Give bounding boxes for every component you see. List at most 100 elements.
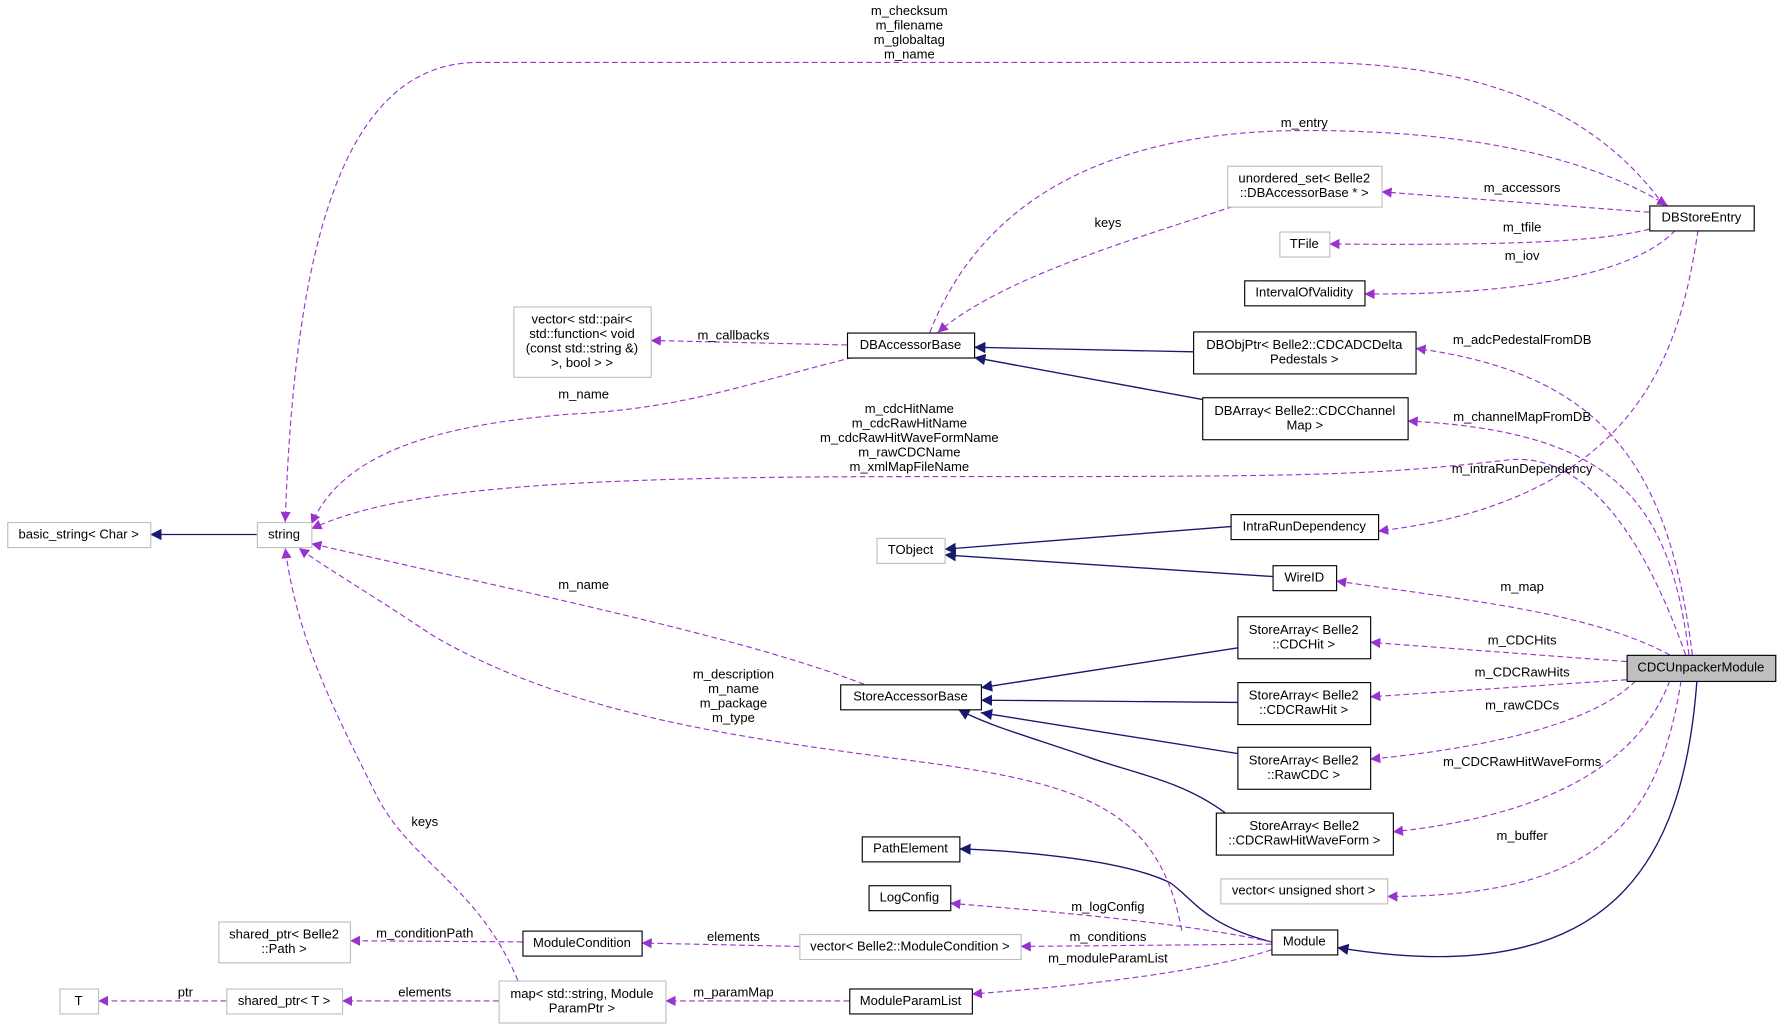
node-label: std::function< void	[529, 326, 635, 341]
node-LogConfig[interactable]: LogConfig	[868, 885, 952, 912]
edge-CDCUnpackerModule-to-DBObjPtr: m_adcPedestalFromDB	[1415, 332, 1693, 655]
node-T[interactable]: T	[59, 988, 100, 1015]
node-shared_ptr_path[interactable]: shared_ptr< Belle2::Path >	[218, 921, 352, 964]
node-IntraRunDependency[interactable]: IntraRunDependency	[1230, 514, 1380, 541]
usage-arrow	[950, 899, 1272, 943]
node-label: WireID	[1284, 569, 1324, 584]
edge-map_param-to-shared_ptr_T: elements	[341, 984, 499, 1007]
node-box	[256, 522, 313, 549]
node-basic_string[interactable]: basic_string< Char >	[7, 522, 152, 549]
edge-label: m_accessors	[1484, 180, 1561, 195]
node-label: StoreArray< Belle2	[1249, 688, 1359, 703]
nodes-layer: basic_string< Char > string vector< std::p…	[7, 165, 1777, 1024]
node-DBStoreEntry[interactable]: DBStoreEntry	[1649, 205, 1755, 232]
node-IntervalOfValidity[interactable]: IntervalOfValidity	[1244, 280, 1366, 307]
node-label: ModuleParamList	[860, 993, 962, 1008]
inheritance-arrow	[959, 843, 1272, 943]
edge-label: m_name	[558, 386, 609, 401]
edge-label: m_conditionPath	[376, 925, 473, 940]
edge-label: m_CDCRawHitWaveForms	[1443, 754, 1602, 769]
edge-shared_ptr_T-to-T: ptr	[97, 984, 227, 1007]
node-SA_CDCRawHit[interactable]: StoreArray< Belle2::CDCRawHit >	[1237, 682, 1372, 726]
node-ModuleCondition[interactable]: ModuleCondition	[522, 930, 643, 957]
node-label: T	[75, 993, 83, 1008]
edge-label: elements	[707, 929, 760, 944]
edge-CDCUnpackerModule-to-DBArray: m_channelMapFromDB	[1407, 409, 1690, 655]
node-box	[1237, 746, 1372, 790]
node-vector_pair[interactable]: vector< std::pair<std::function< void(co…	[513, 306, 652, 378]
edge-label: keys	[411, 814, 438, 829]
node-PathElement[interactable]: PathElement	[861, 836, 961, 863]
usage-arrow	[281, 548, 519, 981]
usage-arrow	[937, 205, 1233, 333]
usage-arrow	[1370, 679, 1627, 702]
node-SA_RawCDC[interactable]: StoreArray< Belle2::RawCDC >	[1237, 746, 1372, 790]
edge-label: keys	[1095, 215, 1122, 230]
node-label: StoreArray< Belle2	[1249, 752, 1359, 767]
edges-layer: m_checksumm_filenamem_globaltagm_namem_e…	[97, 3, 1699, 1007]
node-Module[interactable]: Module	[1271, 929, 1339, 956]
edge-label: m_type	[712, 710, 755, 725]
node-label: DBAccessorBase	[860, 337, 962, 352]
node-TFile[interactable]: TFile	[1279, 231, 1331, 258]
node-label: StoreArray< Belle2	[1249, 818, 1359, 833]
node-CDCUnpackerModule[interactable]: CDCUnpackerModule	[1626, 654, 1777, 683]
node-label: ::CDCHit >	[1272, 636, 1335, 651]
node-ModuleParamList[interactable]: ModuleParamList	[849, 988, 973, 1015]
edge-label: m_tfile	[1503, 220, 1541, 235]
node-shared_ptr_T[interactable]: shared_ptr< T >	[226, 988, 344, 1015]
edge-label: m_filename	[876, 17, 943, 32]
node-label: ::DBAccessorBase * >	[1240, 185, 1369, 200]
node-box	[1271, 929, 1339, 956]
node-SA_CDCHit[interactable]: StoreArray< Belle2::CDCHit >	[1237, 616, 1372, 660]
node-box	[498, 980, 667, 1024]
node-box	[849, 988, 973, 1015]
node-box	[876, 537, 946, 564]
node-SA_WaveForm[interactable]: StoreArray< Belle2::CDCRawHitWaveForm >	[1215, 812, 1394, 856]
edge-Module-to-vector_modcond: m_conditions	[1020, 929, 1272, 952]
node-label: StoreArray< Belle2	[1249, 622, 1359, 637]
edge-SA_WaveForm-to-StoreAccessorBase	[957, 708, 1226, 814]
node-string[interactable]: string	[256, 522, 313, 549]
inheritance-arrow	[980, 647, 1238, 692]
usage-arrow	[650, 335, 847, 346]
node-DBAccessorBase[interactable]: DBAccessorBase	[846, 332, 976, 359]
edge-label: elements	[398, 984, 451, 999]
node-label: shared_ptr< T >	[238, 993, 330, 1008]
node-box	[1272, 565, 1338, 592]
node-label: ModuleCondition	[533, 935, 631, 950]
edge-CDCUnpackerModule-to-SA_RawCDC: m_rawCDCs	[1370, 680, 1637, 764]
edge-label: m_logConfig	[1071, 899, 1144, 914]
edge-StoreAccessorBase-to-string: m_name	[311, 540, 865, 685]
node-WireID[interactable]: WireID	[1272, 565, 1338, 592]
edge-DBAccessorBase-to-DBStoreEntry: m_entry	[929, 115, 1668, 333]
node-StoreAccessorBase[interactable]: StoreAccessorBase	[840, 684, 982, 711]
node-vector_modcond[interactable]: vector< Belle2::ModuleCondition >	[799, 933, 1022, 961]
inheritance-arrow	[944, 550, 1273, 578]
node-unordered_set[interactable]: unordered_set< Belle2::DBAccessorBase * …	[1227, 165, 1383, 208]
edge-label: m_name	[708, 681, 759, 696]
node-box	[1193, 331, 1417, 375]
node-box	[1220, 878, 1389, 905]
usage-arrow	[1387, 680, 1682, 902]
inheritance-arrow	[957, 708, 1226, 814]
node-box	[1244, 280, 1366, 307]
edge-CDCUnpackerModule-to-WireID: m_map	[1335, 577, 1670, 656]
edge-label: m_callbacks	[698, 327, 770, 342]
node-label: shared_ptr< Belle2	[229, 926, 339, 941]
node-TObject[interactable]: TObject	[876, 537, 946, 564]
node-box	[513, 306, 652, 378]
edge-label: m_xmlMapFileName	[850, 459, 970, 474]
edge-DBObjPtr-to-DBAccessorBase	[974, 341, 1194, 354]
edge-label: m_cdcRawHitName	[852, 416, 967, 431]
node-box	[1230, 514, 1380, 541]
node-box	[1227, 165, 1383, 208]
node-vector_ushort[interactable]: vector< unsigned short >	[1220, 878, 1389, 905]
edge-label: m_entry	[1281, 115, 1329, 130]
node-label: basic_string< Char >	[18, 526, 138, 541]
